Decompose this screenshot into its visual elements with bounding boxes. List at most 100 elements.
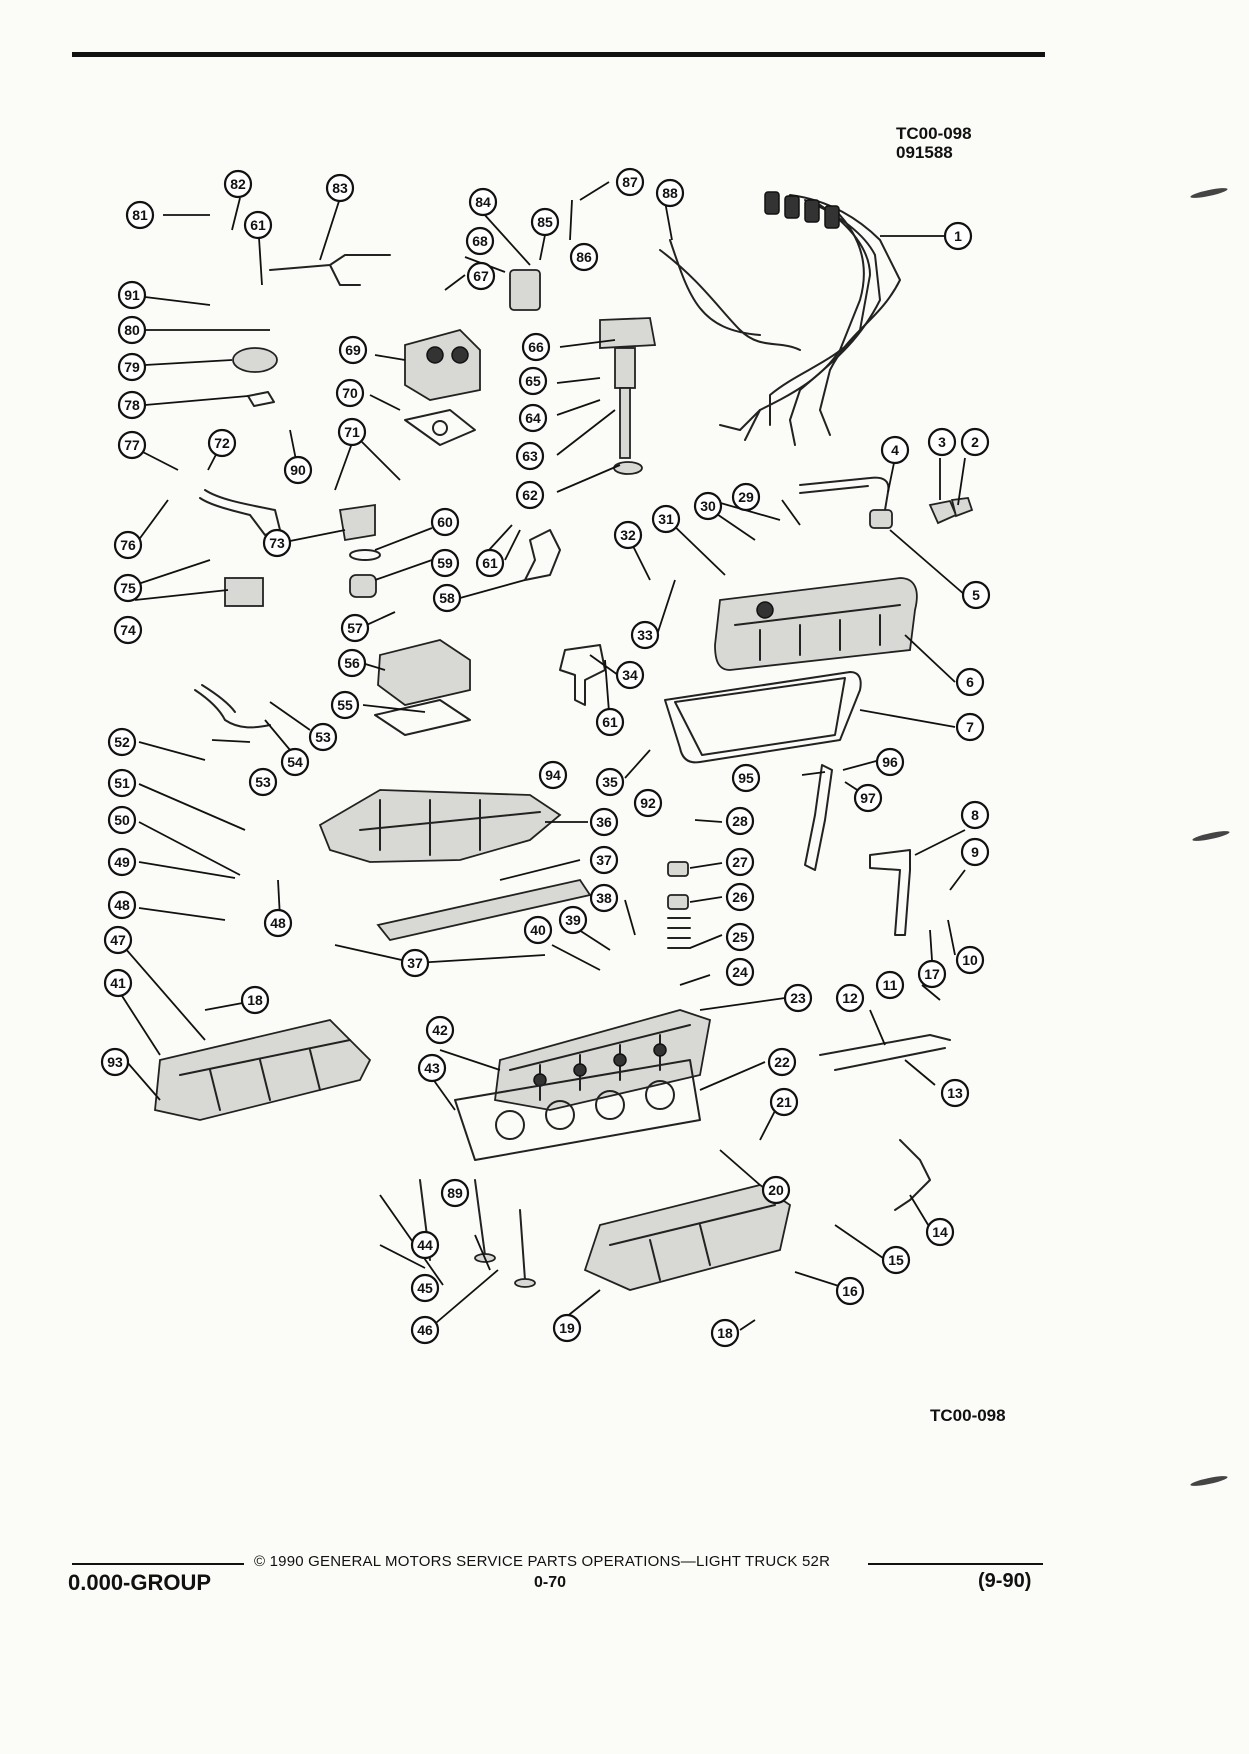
svg-text:89: 89 — [447, 1185, 463, 1201]
callout-94: 94 — [538, 760, 568, 790]
callout-66: 66 — [521, 332, 551, 362]
svg-text:15: 15 — [888, 1252, 904, 1268]
svg-text:5: 5 — [972, 587, 980, 603]
callout-81: 81 — [125, 200, 155, 230]
svg-text:57: 57 — [347, 620, 363, 636]
svg-text:67: 67 — [473, 268, 489, 284]
svg-text:61: 61 — [250, 217, 266, 233]
figure-reference-bottom: TC00-098 — [930, 1406, 1006, 1425]
callout-44: 44 — [410, 1230, 440, 1260]
svg-text:78: 78 — [124, 397, 140, 413]
callout-91: 91 — [117, 280, 147, 310]
callout-53b: 53 — [248, 767, 278, 797]
svg-text:30: 30 — [700, 498, 716, 514]
svg-text:35: 35 — [602, 774, 618, 790]
callout-65: 65 — [518, 366, 548, 396]
callout-23: 23 — [783, 983, 813, 1013]
callout-18a: 18 — [710, 1318, 740, 1348]
svg-text:33: 33 — [637, 627, 653, 643]
callout-61a: 61 — [475, 548, 505, 578]
callout-26: 26 — [725, 882, 755, 912]
svg-text:9: 9 — [971, 844, 979, 860]
svg-text:39: 39 — [565, 912, 581, 928]
callout-28: 28 — [725, 806, 755, 836]
callout-2: 2 — [960, 427, 990, 457]
svg-text:48: 48 — [114, 897, 130, 913]
svg-text:1: 1 — [954, 228, 962, 244]
svg-text:13: 13 — [947, 1085, 963, 1101]
svg-text:87: 87 — [622, 174, 638, 190]
svg-text:17: 17 — [924, 966, 940, 982]
callout-75: 75 — [113, 573, 143, 603]
svg-text:53: 53 — [315, 729, 331, 745]
callout-93: 93 — [100, 1047, 130, 1077]
callout-86: 86 — [569, 242, 599, 272]
svg-text:97: 97 — [860, 790, 876, 806]
callout-78: 78 — [117, 390, 147, 420]
callout-58: 58 — [432, 583, 462, 613]
svg-text:25: 25 — [732, 929, 748, 945]
svg-text:86: 86 — [576, 249, 592, 265]
svg-text:95: 95 — [738, 770, 754, 786]
footer-copyright: © 1990 GENERAL MOTORS SERVICE PARTS OPER… — [254, 1553, 831, 1570]
callout-84: 84 — [468, 187, 498, 217]
svg-text:34: 34 — [622, 667, 638, 683]
svg-text:66: 66 — [528, 339, 544, 355]
footer-rule-left — [72, 1563, 244, 1565]
svg-text:60: 60 — [437, 514, 453, 530]
callout-95: 95 — [731, 763, 761, 793]
callout-37a: 37 — [589, 845, 619, 875]
svg-text:10: 10 — [962, 952, 978, 968]
callout-14: 14 — [925, 1217, 955, 1247]
callout-92: 92 — [633, 788, 663, 818]
callout-5: 5 — [961, 580, 991, 610]
callout-21: 21 — [769, 1087, 799, 1117]
callout-57: 57 — [340, 613, 370, 643]
svg-text:8: 8 — [971, 807, 979, 823]
svg-text:27: 27 — [732, 854, 748, 870]
svg-text:76: 76 — [120, 537, 136, 553]
top-rule — [72, 52, 1045, 57]
svg-text:18: 18 — [717, 1325, 733, 1341]
callout-54: 54 — [280, 747, 310, 777]
callout-69: 69 — [338, 335, 368, 365]
callout-47: 47 — [103, 925, 133, 955]
svg-text:16: 16 — [842, 1283, 858, 1299]
svg-text:23: 23 — [790, 990, 806, 1006]
svg-text:41: 41 — [110, 975, 126, 991]
callout-46: 46 — [410, 1315, 440, 1345]
svg-text:74: 74 — [120, 622, 136, 638]
figure-date-code: 091588 — [896, 143, 953, 162]
svg-text:29: 29 — [738, 489, 754, 505]
callout-53a: 53 — [308, 722, 338, 752]
callout-59: 59 — [430, 548, 460, 578]
svg-text:83: 83 — [332, 180, 348, 196]
callout-96: 96 — [875, 747, 905, 777]
callout-43: 43 — [417, 1053, 447, 1083]
svg-text:92: 92 — [640, 795, 656, 811]
svg-text:79: 79 — [124, 359, 140, 375]
svg-text:11: 11 — [883, 977, 898, 993]
svg-text:90: 90 — [290, 462, 306, 478]
callout-52: 52 — [107, 727, 137, 757]
callout-61c: 61 — [595, 707, 625, 737]
svg-text:71: 71 — [344, 424, 360, 440]
svg-text:63: 63 — [522, 448, 538, 464]
callout-62: 62 — [515, 480, 545, 510]
callout-79: 79 — [117, 352, 147, 382]
svg-text:96: 96 — [882, 754, 898, 770]
callout-37b: 37 — [400, 948, 430, 978]
svg-text:26: 26 — [732, 889, 748, 905]
callout-22: 22 — [767, 1047, 797, 1077]
svg-text:84: 84 — [475, 194, 491, 210]
svg-text:43: 43 — [424, 1060, 440, 1076]
svg-text:69: 69 — [345, 342, 361, 358]
callout-63: 63 — [515, 441, 545, 471]
callout-11: 11 — [875, 970, 905, 1000]
callout-41: 41 — [103, 968, 133, 998]
callout-labels: 1 2 3 4 5 6 7 8 9 10 11 12 13 14 15 16 1… — [100, 167, 991, 1348]
svg-text:49: 49 — [114, 854, 130, 870]
svg-text:12: 12 — [842, 990, 858, 1006]
callout-24: 24 — [725, 957, 755, 987]
callout-68: 68 — [465, 226, 495, 256]
